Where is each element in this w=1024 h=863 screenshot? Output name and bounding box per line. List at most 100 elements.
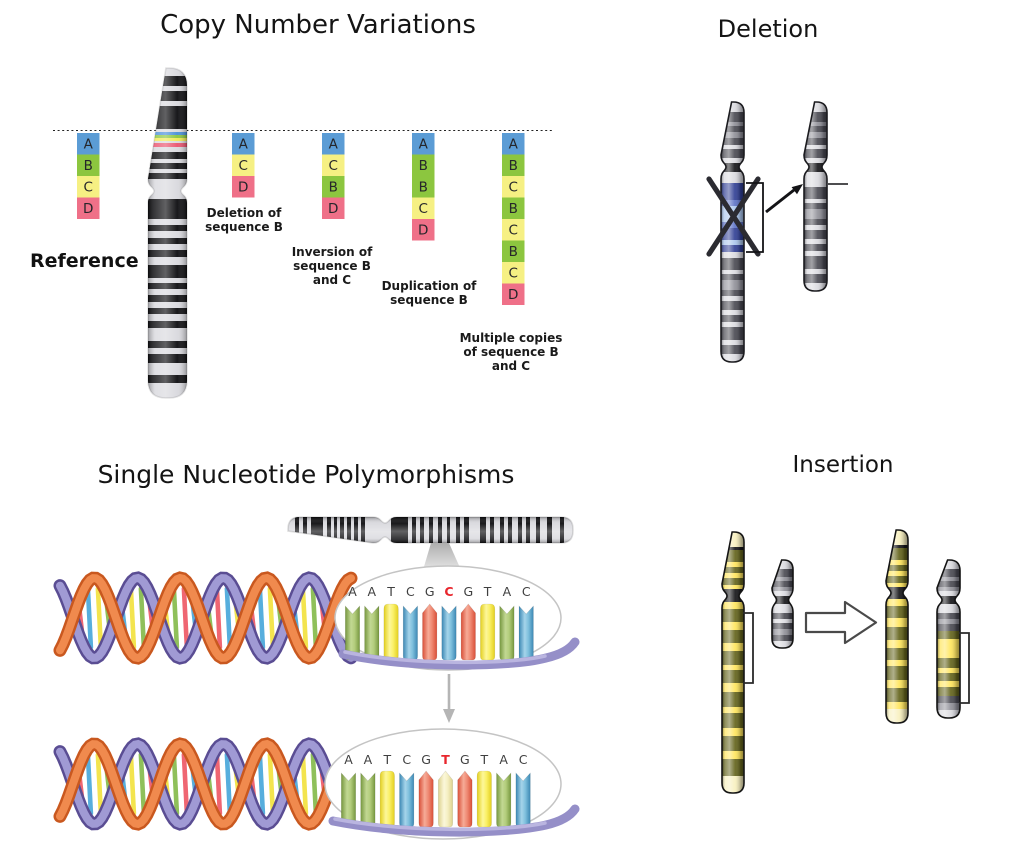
chromosome-outline — [721, 531, 745, 794]
nucleotide-bar-C — [515, 772, 531, 828]
backbone-ribbon-highlight — [343, 650, 547, 665]
sequence-block-letter: B — [509, 244, 518, 260]
nucleotide-bar-A — [496, 772, 512, 828]
sequence-block-letter: B — [419, 158, 428, 174]
insertion-yellow-chromosome-before — [721, 531, 745, 794]
zoom-callout-wedge — [423, 543, 461, 570]
nucleotide-bar-T — [379, 770, 395, 828]
base-letter: C — [402, 752, 411, 767]
backbone-ribbon-highlight — [333, 817, 547, 832]
base-pair-rung — [85, 752, 94, 816]
base-letter: T — [382, 752, 391, 767]
base-pair-rung — [300, 752, 309, 816]
nucleotide-bar-G — [460, 603, 476, 661]
snp-chromosome — [287, 516, 574, 544]
base-pair-rung — [138, 586, 147, 650]
nucleotide-bar-G — [457, 770, 473, 828]
base-letter: T — [386, 584, 395, 599]
sequence-block-letter: A — [509, 137, 519, 153]
sequence-block-letter: D — [328, 201, 338, 217]
sequence-block-letter: C — [239, 158, 248, 174]
deletion-chromosome-after — [803, 101, 828, 292]
base-pair-rung — [181, 752, 190, 816]
base-letter: A — [499, 752, 508, 767]
base-letter: C — [406, 584, 415, 599]
base-pair-rung — [85, 586, 94, 650]
sequence-block-letter: B — [84, 158, 93, 174]
base-pair-rung — [310, 586, 319, 650]
backbone-ribbon — [338, 637, 580, 670]
sequence-block-D — [322, 197, 345, 219]
nucleotide-bar-T — [438, 770, 453, 828]
nucleotide-bar-T — [480, 603, 496, 661]
deletion-arrow — [765, 188, 795, 214]
base-letter: A — [348, 584, 357, 599]
chromosome-body — [772, 560, 793, 648]
sequence-block-C — [412, 197, 435, 219]
sequence-block-A — [322, 133, 345, 155]
sequence-block-A — [502, 133, 525, 155]
sequence-block-C — [502, 219, 525, 241]
sequence-block-A — [412, 133, 435, 155]
insertion-annotations — [743, 600, 970, 704]
cylinder-sheen — [937, 560, 960, 718]
base-pair-rung — [267, 586, 276, 650]
sequence-block-letter: A — [329, 137, 339, 153]
sequence-block-letter: C — [509, 223, 518, 239]
sequence-block-letter: C — [509, 180, 518, 196]
base-pair-rung — [181, 586, 190, 650]
nucleotide-bar-T — [383, 603, 399, 661]
insertion-gray-chromosome-before — [771, 559, 794, 649]
base-letter: A — [364, 752, 373, 767]
nucleotide-bar-C — [399, 772, 415, 828]
sequence-block-C — [502, 176, 525, 198]
chromosome-body — [288, 517, 573, 543]
snp-title: Single Nucleotide Polymorphisms — [97, 460, 515, 489]
base-letter: G — [463, 584, 473, 599]
insertion-block-arrow-icon — [804, 600, 878, 645]
dna-strand-highlight — [56, 573, 355, 663]
sequence-block-letter: D — [418, 223, 428, 239]
base-pair-rung — [95, 586, 104, 650]
sequence-block-B — [322, 176, 345, 198]
chromosome-outline — [885, 529, 909, 724]
insertion-yellow-chromosome-after — [885, 529, 909, 724]
reference-label: Reference — [30, 250, 139, 272]
chromosome-body — [937, 560, 960, 718]
nucleotide-bar-A — [364, 605, 380, 661]
deletion-chromosome-before — [720, 101, 745, 363]
mutation-arrowhead-icon — [443, 709, 455, 723]
base-pair-rung — [128, 752, 137, 816]
sequence-block-letter: A — [84, 137, 94, 153]
dna-helix-before — [53, 571, 358, 665]
cylinder-sheen — [886, 530, 908, 723]
sequence-block-B — [77, 154, 100, 176]
nucleotide-bar-T — [476, 770, 492, 828]
variant-base-letter: T — [441, 752, 450, 767]
sequence-block-letter: D — [238, 180, 248, 196]
sequence-block-B — [502, 154, 525, 176]
chromosome-body — [886, 530, 908, 723]
base-pair-rung — [214, 586, 223, 650]
base-letter: A — [344, 752, 353, 767]
chromosome-outline — [803, 101, 828, 292]
nucleotide-bar-C — [402, 605, 418, 661]
base-pair-rung — [171, 586, 180, 650]
deletion-title: Deletion — [717, 15, 819, 43]
chromosome-outline — [720, 101, 745, 363]
sequence-block-A — [77, 133, 100, 155]
base-letter: A — [368, 584, 377, 599]
sequence-block-C — [322, 154, 345, 176]
base-pair-rung — [214, 752, 223, 816]
sequence-block-letter: D — [508, 287, 518, 303]
base-letter: C — [519, 752, 528, 767]
sequence-block-B — [412, 176, 435, 198]
base-pair-rung — [224, 752, 233, 816]
